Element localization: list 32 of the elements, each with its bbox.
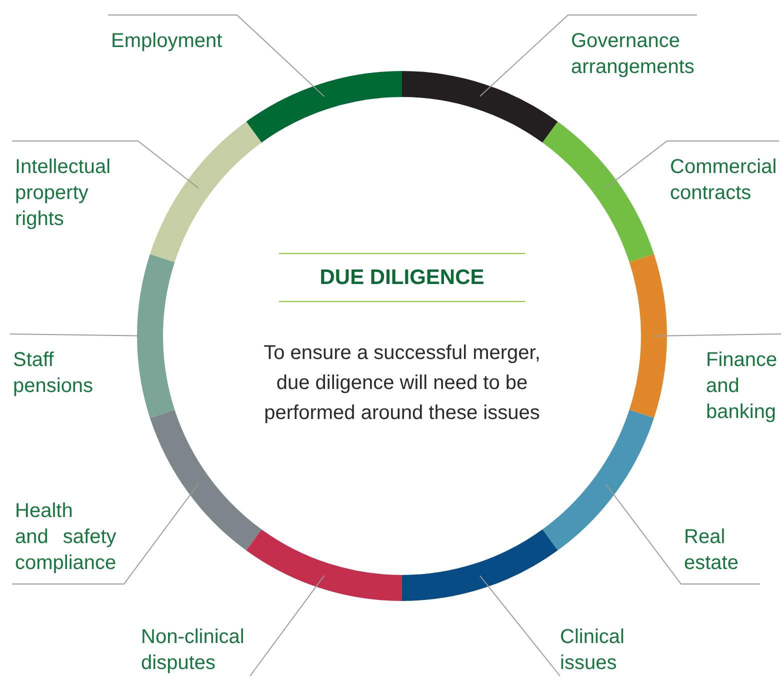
ring-segment (138, 254, 175, 418)
ring-segment (246, 71, 402, 143)
leader-line (654, 334, 782, 336)
ring-segment (150, 410, 262, 550)
leader-line (12, 140, 199, 188)
center-text: To ensure a successful merger, due diligence will need to be performed around these issues (262, 341, 542, 426)
issue-label: Finance and banking (703, 334, 783, 425)
issue-label: Intellectual property rights (12, 141, 132, 232)
issue-label: Health and safety compliance (12, 498, 119, 584)
issue-label: Staff pensions (10, 334, 110, 399)
issue-label: Clinical issues (557, 624, 647, 676)
issue-label: Real estate (681, 524, 761, 584)
leader-line (479, 14, 698, 97)
leader-line (479, 575, 560, 676)
ring-segment (542, 122, 654, 262)
leader-line (108, 14, 325, 97)
ring-segment (629, 254, 666, 418)
leader-line (605, 484, 760, 584)
ring-segment (150, 122, 262, 262)
leader-line (10, 334, 150, 336)
issue-label: Commercial contracts (667, 141, 781, 206)
leader-line (12, 484, 199, 584)
issue-label: Governance arrangements (568, 15, 718, 80)
leader-line (250, 575, 325, 676)
ring-segment (402, 71, 558, 143)
leader-line (605, 140, 780, 188)
center-title: DUE DILIGENCE (279, 253, 525, 302)
ring-segment (246, 529, 402, 601)
issue-label: Non-clinical disputes (138, 624, 256, 676)
issue-label: Employment (108, 15, 248, 54)
ring-segment (402, 529, 558, 601)
ring-segment (542, 410, 654, 550)
